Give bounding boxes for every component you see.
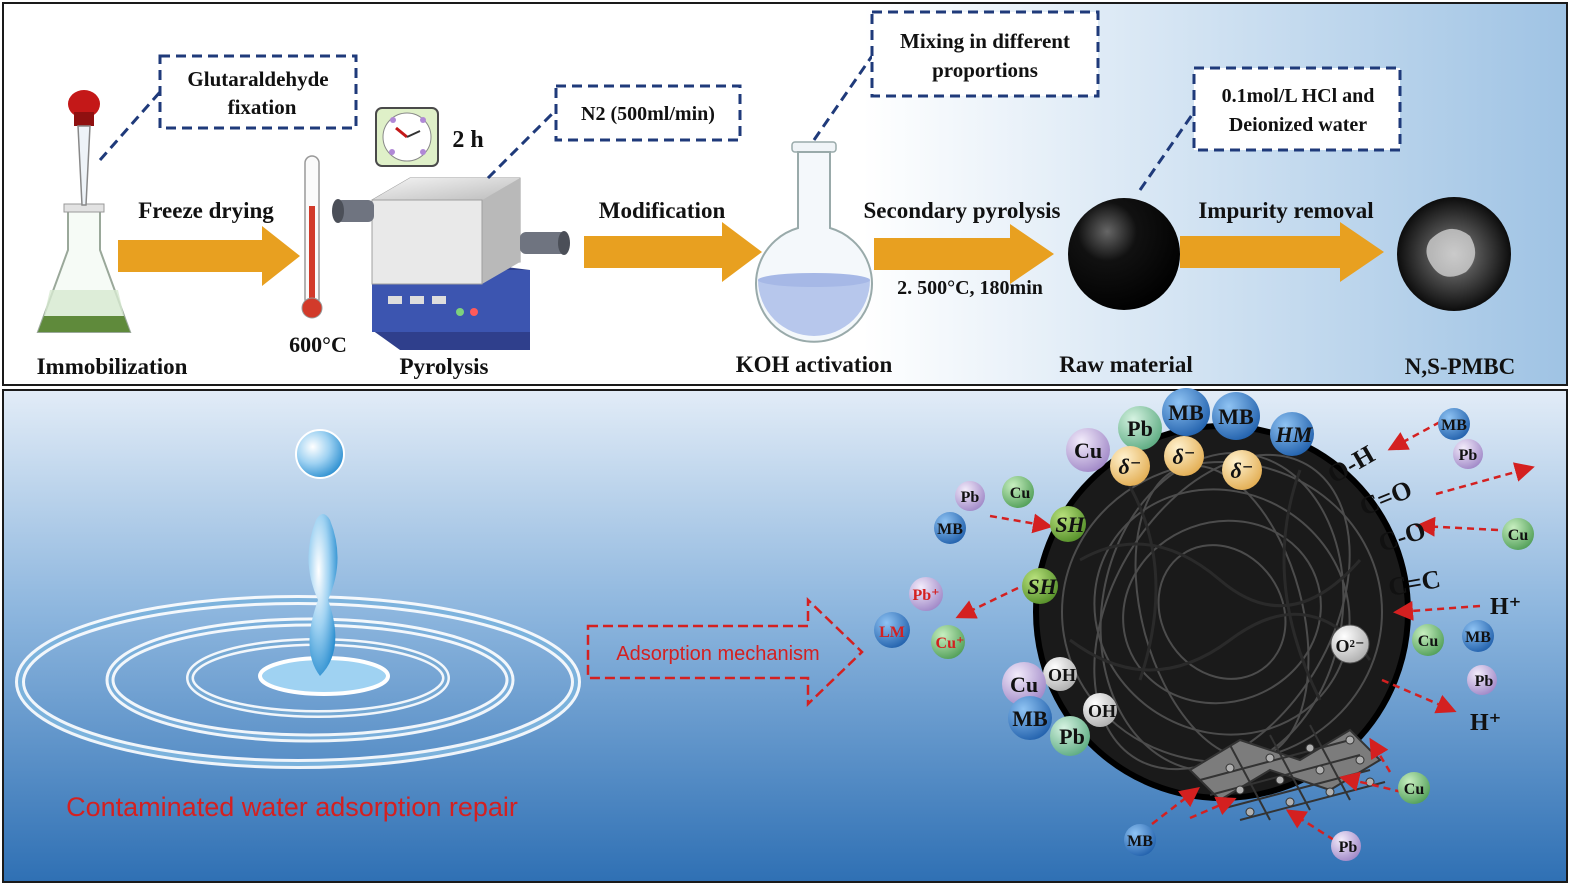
adsorption-arrows <box>955 420 1535 842</box>
cu-label: Cu <box>1074 438 1102 463</box>
contaminated-water-caption: Contaminated water adsorption repair <box>66 792 518 822</box>
leader-line <box>486 108 558 180</box>
glutaraldehyde-box <box>158 54 358 130</box>
secondary-pyrolysis-label: Secondary pyrolysis <box>863 198 1060 223</box>
n2-label: N2 (500ml/min) <box>581 103 715 125</box>
mb-label: MB <box>1127 833 1153 850</box>
oh-label: OH <box>1048 665 1076 685</box>
pyrolysis-label: Pyrolysis <box>399 354 488 379</box>
water-drop-icon <box>15 429 581 769</box>
cu-label: Cu <box>1418 633 1439 650</box>
impurity-removal-label: Impurity removal <box>1198 198 1373 223</box>
cuplus-label: Cu⁺ <box>936 635 965 652</box>
cu-label: Cu <box>1508 527 1529 544</box>
round-flask-icon <box>755 141 873 343</box>
secondary-pyrolysis-arrow <box>874 224 1054 284</box>
adsorption-mechanism-arrow <box>586 597 864 707</box>
mb-label: MB <box>1168 400 1204 425</box>
freeze-drying-arrow <box>118 226 300 286</box>
glutaraldehyde-line1: Glutaraldehyde <box>187 67 328 91</box>
delta-label: δ⁻ <box>1173 444 1196 469</box>
hplus-bottom-label: H⁺ <box>1470 710 1501 736</box>
thermometer-icon <box>301 155 323 319</box>
mb-label: MB <box>1218 404 1254 429</box>
dropper-icon <box>68 90 100 206</box>
freeze-drying-label: Freeze drying <box>138 198 274 223</box>
temperature-label: 600°C <box>289 332 347 357</box>
hplus-top-label: H⁺ <box>1490 594 1521 620</box>
hcl-box <box>1192 66 1402 152</box>
modification-arrow <box>584 222 762 282</box>
o2-ion-label: O²⁻ <box>1336 636 1365 656</box>
mixing-box <box>870 10 1100 98</box>
hm-label: HM <box>1275 422 1314 447</box>
mb-label: MB <box>1465 629 1491 646</box>
mixing-line2: proportions <box>932 58 1038 82</box>
cu-label: Cu <box>1010 672 1038 697</box>
free-ion-beads: MB Pb Cu Cu MB Pb Cu MB Pb Pb Cu MB Pb⁺ … <box>874 408 1534 861</box>
sh-label: SH <box>1027 574 1057 599</box>
koh-activation-label: KOH activation <box>736 352 893 377</box>
lm-label: LM <box>879 624 905 641</box>
clock-icon <box>375 107 439 167</box>
flask-icon <box>36 203 132 333</box>
oh-label: OH <box>1088 701 1116 721</box>
mb-label: MB <box>1441 417 1467 434</box>
adsorption-mechanism-label: Adsorption mechanism <box>616 643 819 665</box>
cu-label: Cu <box>1404 781 1425 798</box>
modification-label: Modification <box>599 198 726 223</box>
pb-label: Pb <box>1127 416 1153 441</box>
secondary-condition-label: 2. 500°C, 180min <box>897 277 1043 299</box>
sh-label: SH <box>1055 512 1085 537</box>
pbplus-label: Pb⁺ <box>912 587 939 604</box>
glutaraldehyde-line2: fixation <box>228 95 297 119</box>
pb-label: Pb <box>1459 447 1478 464</box>
delta-label: δ⁻ <box>1119 454 1142 479</box>
pb-label: Pb <box>1475 673 1494 690</box>
ion-beads: Pb MB MB HM Cu δ⁻ δ⁻ δ⁻ SH SH OH OH Cu M… <box>1002 388 1314 756</box>
mixing-line1: Mixing in different <box>900 29 1070 53</box>
o2-ion-bead <box>1330 624 1370 664</box>
mb-label: MB <box>937 521 963 538</box>
product-label: N,S-PMBC <box>1405 354 1516 379</box>
delta-label: δ⁻ <box>1231 458 1254 483</box>
pb-label: Pb <box>1059 724 1085 749</box>
raw-material-ball-icon <box>1068 198 1180 310</box>
immobilization-label: Immobilization <box>37 354 188 379</box>
mb-label: MB <box>1012 706 1048 731</box>
impurity-removal-arrow <box>1180 222 1384 282</box>
n2-box <box>554 84 742 142</box>
pb-label: Pb <box>961 489 980 506</box>
time-label: 2 h <box>452 127 483 153</box>
cu-label: Cu <box>1010 485 1031 502</box>
hcl-line2: Deionized water <box>1229 114 1367 136</box>
leader-line <box>812 55 874 141</box>
pb-label: Pb <box>1339 839 1358 856</box>
hcl-line1: 0.1mol/L HCl and <box>1222 85 1375 107</box>
tube-furnace-icon <box>332 177 570 350</box>
raw-material-label: Raw material <box>1059 352 1193 377</box>
